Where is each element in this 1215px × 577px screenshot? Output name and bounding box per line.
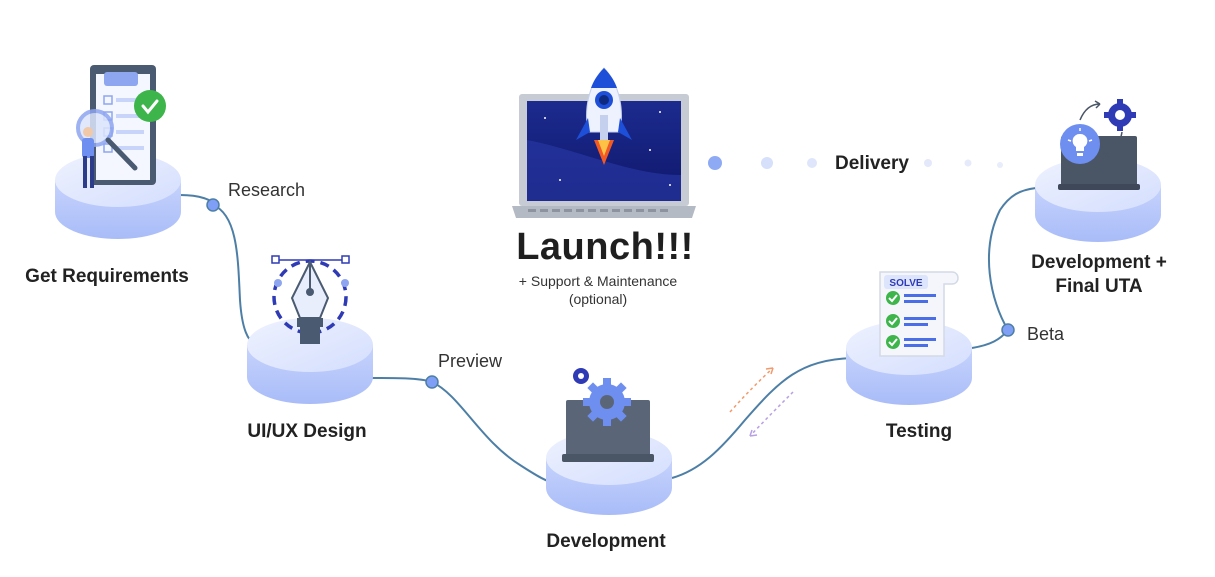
launch-title: Launch!!!: [516, 226, 694, 268]
checklist-document-icon: [879, 271, 959, 357]
stage-final-uta-line2: Final UTA: [1055, 276, 1143, 297]
stage-get-requirements: Get Requirements: [25, 266, 189, 287]
stage-testing: Testing: [885, 421, 953, 442]
rocket-icon: [576, 67, 632, 165]
check-badge-icon: [134, 90, 166, 122]
process-path: [179, 187, 1037, 483]
monitor-gear-icon: [562, 368, 654, 462]
stage-uiux-design: UI/UX Design: [247, 421, 367, 442]
delivery-dots: [708, 156, 1003, 170]
solve-badge: SOLVE: [889, 278, 922, 289]
beta-node: [1001, 323, 1015, 337]
connector-delivery: Delivery: [835, 153, 909, 174]
uiux-platform: [247, 318, 373, 404]
feedback-arrows-icon: [729, 367, 794, 437]
monitor-idea-icon: [1058, 99, 1140, 190]
pen-tool-icon: [271, 255, 350, 344]
connector-preview: Preview: [438, 351, 503, 371]
launch-subtitle-line1: + Support & Maintenance: [518, 273, 678, 289]
connector-beta: Beta: [1027, 324, 1065, 344]
launch-subtitle-line2: (optional): [568, 291, 628, 307]
preview-node: [425, 375, 439, 389]
connector-research: Research: [228, 180, 306, 200]
magnifier-person-icon: [76, 109, 138, 188]
stage-final-uta-line1: Development +: [1031, 252, 1167, 273]
research-node: [206, 198, 220, 212]
stage-development: Development: [546, 531, 666, 552]
